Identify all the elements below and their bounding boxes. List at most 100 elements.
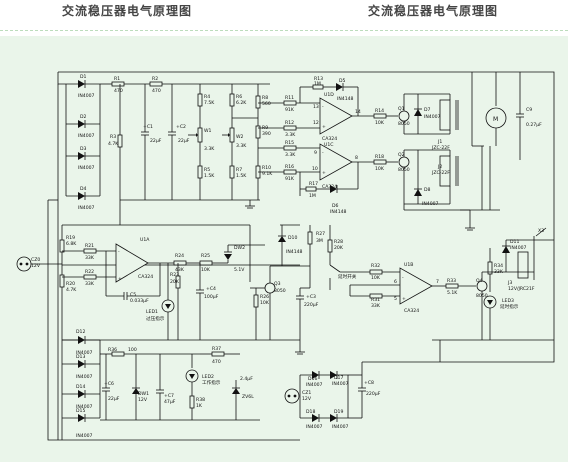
label-led1: LED1 [146, 309, 158, 315]
label-d6: D6 [332, 203, 339, 209]
label-u1a: U1A [140, 237, 150, 243]
label-q3: Q3 [274, 281, 281, 287]
value-r17: 1M [309, 193, 316, 199]
label-r22: R22 [85, 269, 94, 275]
label-q4: Q4 [476, 278, 483, 284]
label-r24: R24 [175, 253, 184, 259]
label-zv6l: ZV6L [242, 394, 254, 400]
value-r15: 3.3K [285, 152, 296, 158]
label-d4: D4 [80, 186, 87, 192]
value-d2: IN4007 [78, 133, 95, 139]
label-r32: R32 [371, 263, 380, 269]
value-d18: IN4007 [306, 424, 323, 430]
pin-12: 12 [313, 120, 319, 126]
label-d14: D14 [76, 384, 85, 390]
label-d1: D1 [80, 74, 87, 80]
pin-5: 5 [394, 296, 397, 302]
label-r23: R23 [170, 272, 179, 278]
value-c1: 22μF [150, 138, 162, 144]
value-r7: 1.5K [236, 173, 247, 179]
svg-text:-: - [322, 105, 324, 110]
value-c6: 22μF [108, 396, 120, 402]
value-d15: IN4007 [76, 433, 93, 439]
label-cz1: CZ1 [302, 390, 311, 396]
label-r6: R6 [236, 94, 242, 100]
overvoltage-section: CZ0 12V R19 6.8K R20 4.7K R21 33K R22 33… [16, 224, 250, 340]
value-r2: 470 [152, 88, 161, 94]
value-j3: 12V/JRC21F [508, 286, 535, 292]
value-dw1: 12V [138, 397, 148, 403]
label-c3: +C3 [306, 294, 316, 300]
delay-section: D10 IN4148 R27 3M R28 20K 延时开关 Q3 8050 [228, 224, 357, 355]
label-d15: D15 [76, 408, 85, 414]
label-r17: R17 [309, 181, 318, 187]
rectifier-top: D1 IN4007 D2 IN4007 D3 IN4007 D4 IN4007 [65, 74, 101, 211]
value-d1: IN4007 [78, 93, 95, 99]
label-w2: W2 [236, 134, 244, 140]
value-c3: 220μF [304, 302, 319, 308]
label-r12: R12 [285, 120, 294, 126]
value-c8: 220μF [366, 391, 381, 397]
label-c9: C9 [526, 107, 532, 113]
value-u1d: CA324 [322, 136, 337, 142]
pin-13: 13 [313, 104, 319, 110]
label-dw2: DW2 [234, 245, 245, 251]
label-r2: R2 [152, 76, 158, 82]
value-d5: IN4148 [337, 96, 354, 102]
label-r16: R16 [285, 164, 294, 170]
motor-section: M C9 0.27μF [460, 72, 542, 211]
title-left: 交流稳压器电气原理图 [62, 4, 193, 18]
pin-10: 10 [312, 166, 318, 172]
label-led3: LED3 [502, 298, 514, 304]
label-k1: 延时开关 [338, 273, 357, 280]
label-r1: R1 [114, 76, 120, 82]
label-d10: D10 [288, 235, 297, 241]
label-d13: D13 [76, 354, 85, 360]
value-r33: 5.1K [447, 290, 458, 296]
label-r10: R10 [262, 165, 271, 171]
value-r27: 3M [316, 238, 323, 244]
wire-frame [47, 71, 555, 441]
label-c5: C5 [130, 292, 136, 298]
label-q1: Q1 [398, 106, 405, 112]
value-r14: 10K [375, 120, 385, 126]
value-d13: IN4007 [76, 374, 93, 380]
value-d17: IN4007 [332, 381, 349, 387]
label-d11: D11 [510, 239, 519, 245]
label-r3: R3 [110, 134, 116, 140]
value-r38: 1K [196, 403, 203, 409]
value-d7: IN4007 [424, 114, 441, 120]
svg-text:-: - [402, 276, 404, 281]
value-r18: 10K [375, 166, 385, 172]
label-j1: J1 [437, 139, 442, 145]
value-c7: 47μF [164, 399, 176, 405]
value-r9: 390 [262, 131, 271, 137]
value-r20: 4.7K [66, 287, 77, 293]
value-r10: 9.1K [262, 171, 273, 177]
value-r5: 1.5K [204, 173, 215, 179]
label-d19: D19 [334, 409, 343, 415]
label-r4: R4 [204, 94, 210, 100]
power-supply-right: D16 IN4007 D17 IN4007 D18 IN4007 D19 IN4… [284, 361, 440, 430]
label-r11: R11 [285, 95, 294, 101]
label-led2: LED2 [202, 374, 214, 380]
value-d4: IN4007 [78, 205, 95, 211]
label-r20: R20 [66, 281, 75, 287]
label-j2: J2 [437, 164, 442, 170]
label-j3: J3 [507, 280, 512, 286]
label-c8x: 2.4μF [240, 376, 253, 382]
label-d3: D3 [80, 146, 87, 152]
value-d19: IN4007 [332, 424, 349, 430]
label-c8: +C8 [364, 380, 374, 386]
label-r18: R18 [375, 154, 384, 160]
title-right: 交流稳压器电气原理图 [368, 4, 499, 18]
label-r25: R25 [201, 253, 210, 259]
value-r16: 91K [285, 176, 295, 182]
value-r12: 3.3K [285, 132, 296, 138]
label-d18: D18 [306, 409, 315, 415]
pin-7: 7 [436, 279, 439, 285]
value-r26: 10K [260, 300, 270, 306]
value-led3: 延时指示 [500, 303, 519, 310]
